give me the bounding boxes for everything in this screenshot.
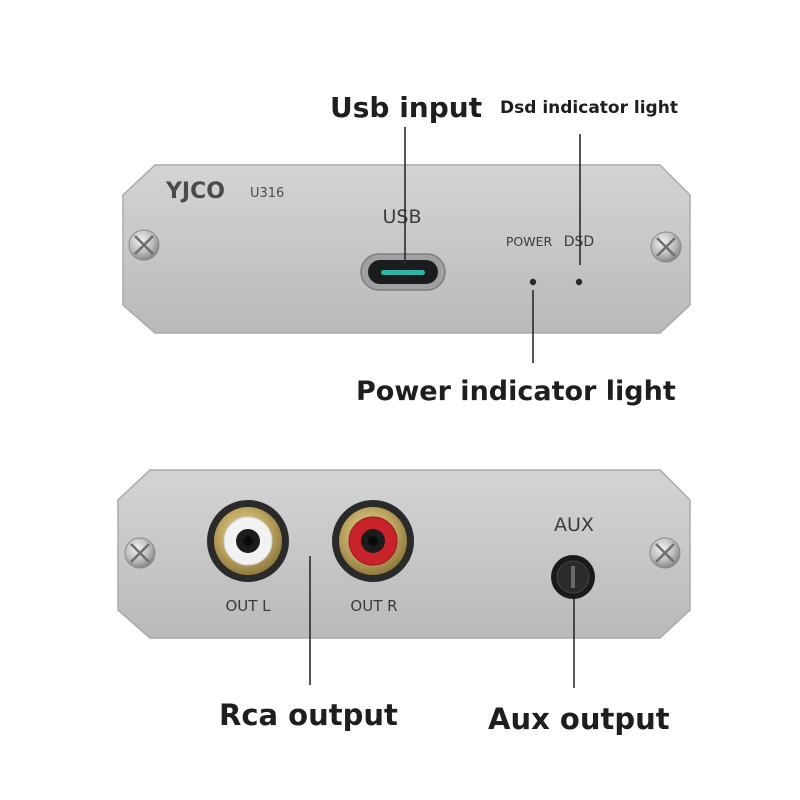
callout-rca-output: Rca output bbox=[219, 698, 398, 732]
screw-icon bbox=[128, 229, 160, 261]
aux-label: AUX bbox=[554, 514, 594, 536]
screw-icon bbox=[649, 537, 681, 569]
usb-label: USB bbox=[382, 206, 421, 228]
screw-icon bbox=[124, 537, 156, 569]
callout-power-indicator: Power indicator light bbox=[356, 376, 676, 407]
rca-left-jack bbox=[207, 500, 289, 582]
callout-usb-input: Usb input bbox=[330, 91, 483, 124]
usb-c-port bbox=[360, 253, 446, 291]
callout-aux-output: Aux output bbox=[488, 702, 670, 736]
dsd-led bbox=[575, 278, 583, 286]
model-label: U316 bbox=[250, 186, 284, 201]
rca-right-jack bbox=[332, 500, 414, 582]
power-led bbox=[529, 278, 537, 286]
screw-icon bbox=[650, 231, 682, 263]
out-r-label: OUT R bbox=[350, 597, 397, 615]
leader-lines bbox=[309, 127, 581, 688]
rear-panel: OUT L OUT R AUX bbox=[117, 469, 691, 639]
brand-logo: YJCO bbox=[165, 179, 225, 204]
aux-jack bbox=[551, 555, 595, 599]
power-label: POWER bbox=[506, 234, 553, 249]
out-l-label: OUT L bbox=[225, 597, 271, 615]
callout-dsd-indicator: Dsd indicator light bbox=[500, 98, 678, 118]
front-panel: YJCO U316 USB POWER DSD bbox=[122, 164, 691, 334]
dsd-label: DSD bbox=[564, 234, 594, 250]
